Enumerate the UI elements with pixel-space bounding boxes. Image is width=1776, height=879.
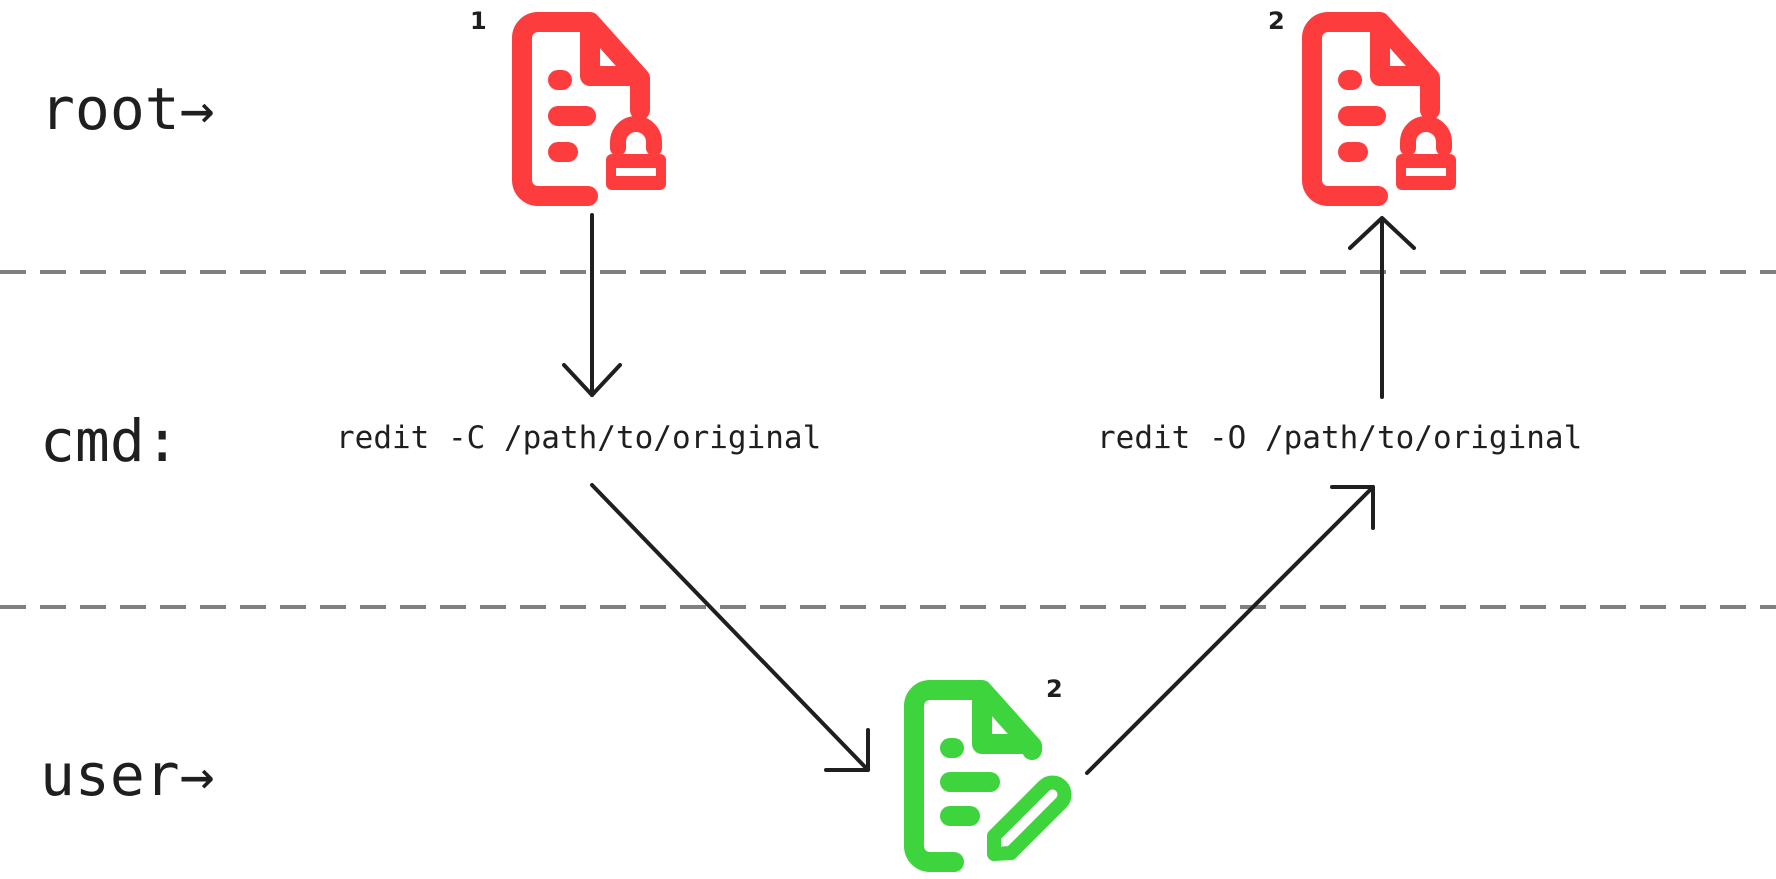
- user-row-label: user→: [40, 741, 215, 809]
- root-row-label: root→: [40, 75, 215, 143]
- overwrite-command: redit -O /path/to/original: [1097, 420, 1583, 456]
- editable-file-badge: 2: [1046, 675, 1063, 703]
- file-lock-icon: [512, 12, 666, 206]
- file-lock-icon: [1302, 12, 1456, 206]
- arrow-original-to-copy-cmd: [562, 213, 622, 397]
- result-file-badge: 2: [1268, 7, 1285, 35]
- copy-command: redit -C /path/to/original: [336, 420, 822, 456]
- arrow-editable-to-overwrite-cmd: [1085, 485, 1375, 775]
- arrow-overwrite-cmd-to-result: [1348, 216, 1416, 399]
- original-file-badge: 1: [470, 7, 487, 35]
- cmd-row-label: cmd:: [40, 407, 180, 475]
- file-edit-icon: [904, 680, 1072, 872]
- arrow-copy-cmd-to-editable: [590, 483, 870, 772]
